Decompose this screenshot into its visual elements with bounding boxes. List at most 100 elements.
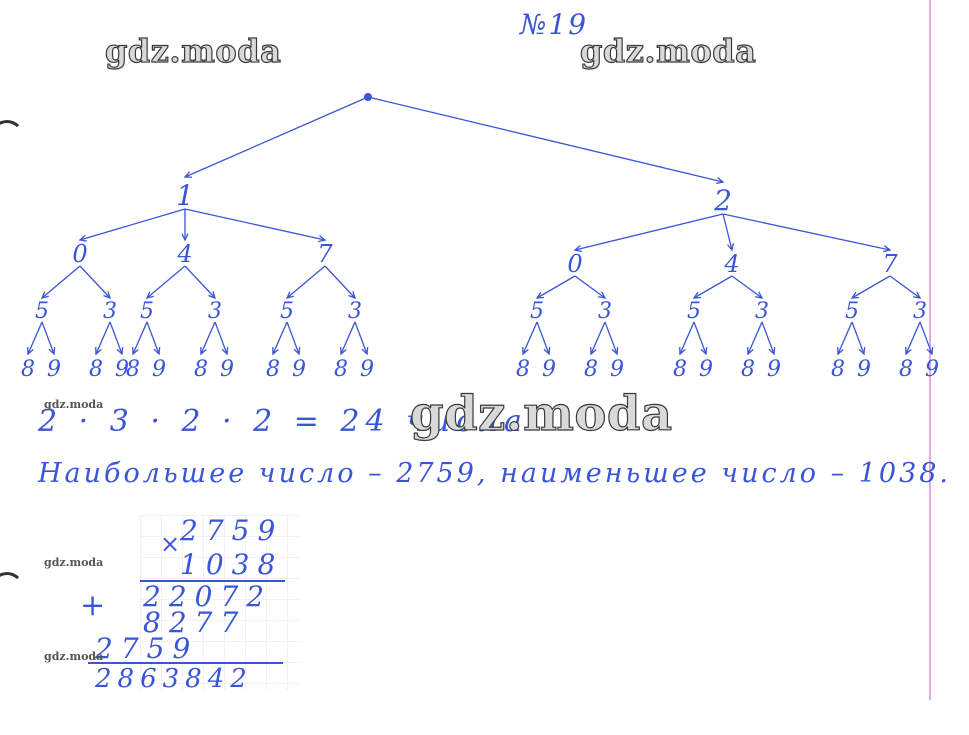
watermark-small-3: gdz.moda	[44, 650, 104, 663]
edge-l2-l3-arrowhead	[40, 291, 49, 299]
edge-l3-l4-arrowhead	[543, 346, 551, 356]
grid-paper	[140, 515, 300, 690]
tree-node-l4: 9	[542, 357, 556, 382]
edge-l3-l4-arrowhead	[95, 346, 102, 356]
tree-node-l3: 5	[280, 299, 294, 324]
edge-l2-l3	[693, 275, 733, 299]
tree-node-l4: 9	[47, 357, 61, 382]
tree-node-l3: 3	[598, 299, 612, 324]
edge-l3-l4-arrowhead	[200, 346, 207, 356]
tree-node-l4: 9	[767, 357, 781, 382]
tree-node-l4: 9	[220, 357, 234, 382]
edge-l1-l2-arrowhead	[78, 234, 88, 242]
edge-l3-l4	[132, 321, 148, 355]
tree-node-l4: 9	[292, 357, 306, 382]
edge-l3-l4-arrowhead	[679, 346, 686, 356]
punch-hole-top	[0, 120, 24, 154]
edge-l1-l2-arrowhead	[573, 245, 582, 253]
edge-l1-l2	[722, 213, 891, 251]
edge-l1-l2	[79, 208, 186, 241]
edge-l3-l4-arrowhead	[611, 346, 619, 356]
tree-node-l3: 5	[35, 299, 49, 324]
tree-node-l4: 8	[126, 357, 140, 382]
tree-node-l2: 0	[567, 250, 582, 278]
tree-node-l2: 0	[72, 240, 87, 268]
edge-l3-l4-arrowhead	[837, 346, 844, 356]
edge-l3-l4	[41, 321, 55, 355]
tree-node-l3: 3	[208, 299, 222, 324]
tree-node-l4: 8	[194, 357, 208, 382]
tree-node-l2: 7	[317, 240, 333, 268]
edge-l3-l4	[747, 321, 763, 355]
tree-node-l2: 4	[176, 240, 192, 268]
edge-l3-l4	[272, 321, 288, 355]
edge-l2-l3	[889, 275, 921, 299]
edge-l1-l2	[722, 213, 733, 251]
tree-node-l4: 9	[699, 357, 713, 382]
edge-l1-l2-arrowhead	[727, 243, 735, 252]
edge-l3-l4	[95, 321, 111, 355]
edge-l2-l3-arrowhead	[912, 291, 922, 299]
edge-l3-l4-arrowhead	[27, 346, 34, 356]
edge-l3-l4-arrowhead	[221, 346, 229, 356]
edge-l1-l2-arrowhead	[883, 245, 892, 253]
edge-l2-l3-arrowhead	[850, 291, 860, 299]
edge-l2-l3-arrowhead	[145, 291, 154, 299]
edge-l3-l4	[146, 321, 160, 355]
edge-l3-l4-arrowhead	[590, 346, 597, 356]
extremes-line: Наибольшее число – 2759, наименьшее числ…	[38, 458, 952, 489]
tree-node-l1: 2	[713, 184, 732, 217]
edge-l3-l4-arrowhead	[926, 346, 934, 356]
edge-l2-l3-arrowhead	[285, 291, 294, 299]
rule-2	[88, 662, 283, 664]
count-line: 2 · 3 · 2 · 2 = 24 числа	[38, 404, 528, 439]
tree-node-l2: 4	[723, 250, 739, 278]
tree-node-l3: 5	[687, 299, 701, 324]
edge-l2-l3	[324, 265, 356, 299]
edge-l3-l4	[200, 321, 216, 355]
edge-l3-l4	[837, 321, 853, 355]
partial-product-2: 8277	[143, 606, 247, 639]
watermark-3: gdz.moda	[409, 385, 673, 442]
edge-l3-l4	[522, 321, 538, 355]
edge-l3-l4	[536, 321, 550, 355]
edge-l3-l4	[693, 321, 707, 355]
watermark-small-2: gdz.moda	[44, 556, 104, 569]
tree-node-l3: 5	[140, 299, 154, 324]
tree-node-l4: 8	[673, 357, 687, 382]
edge-l3-l4	[354, 321, 368, 355]
edge-l3-l4	[340, 321, 356, 355]
product-result: 2863842	[95, 664, 253, 694]
tree-node-l4: 8	[334, 357, 348, 382]
edge-root-0-arrowhead	[183, 171, 193, 178]
edge-l2-l3-arrowhead	[103, 291, 112, 300]
tree-node-l4: 9	[610, 357, 624, 382]
edge-l3-l4-arrowhead	[116, 346, 124, 356]
edge-l2-l3-arrowhead	[754, 291, 764, 299]
edge-l2-l3-arrowhead	[348, 291, 357, 300]
edge-l3-l4-arrowhead	[132, 346, 139, 356]
tree-node-l4: 8	[21, 357, 35, 382]
edge-l2-l3	[851, 275, 891, 299]
tree-node-l4: 9	[115, 357, 129, 382]
tree-node-l4: 9	[925, 357, 939, 382]
partial-product-3: 2759	[95, 632, 199, 665]
tree-node-l4: 8	[89, 357, 103, 382]
tree-node-l4: 9	[152, 357, 166, 382]
edge-l3-l4-arrowhead	[48, 346, 56, 356]
edge-l3-l4-arrowhead	[700, 346, 708, 356]
edge-l3-l4-arrowhead	[768, 346, 776, 356]
tree-node-l3: 3	[348, 299, 362, 324]
edge-l3-l4	[851, 321, 865, 355]
task-number: №19	[520, 8, 589, 41]
edge-l2-l3	[79, 265, 111, 299]
tree-node-l4: 8	[741, 357, 755, 382]
partial-product-1: 22072	[143, 580, 273, 613]
punch-hole-bottom	[0, 572, 24, 606]
edge-l3-l4	[109, 321, 123, 355]
edge-l1-l2	[574, 213, 724, 251]
edge-l3-l4	[286, 321, 300, 355]
edge-l3-l4-arrowhead	[153, 346, 161, 356]
tree-node-l3: 3	[913, 299, 927, 324]
